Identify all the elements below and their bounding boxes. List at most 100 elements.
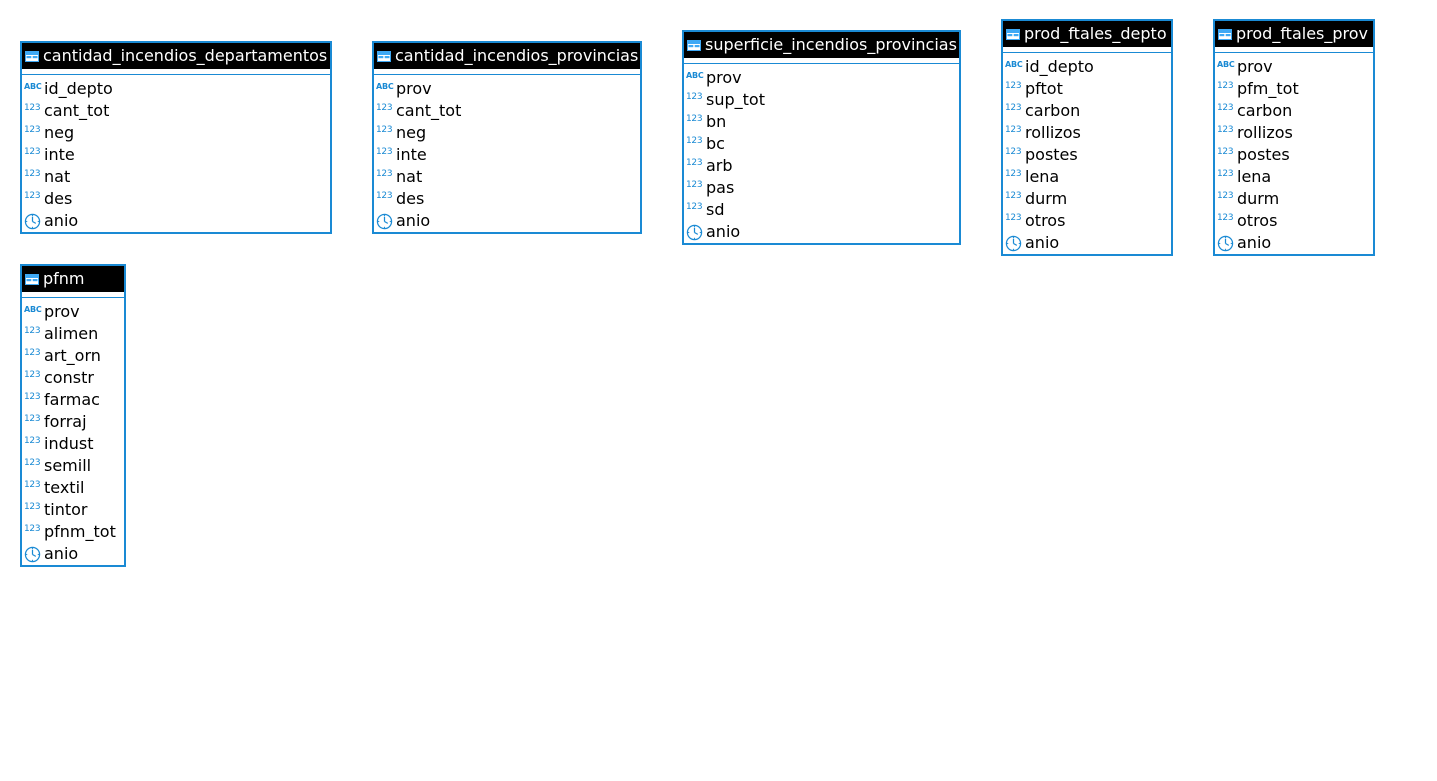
- column-name: carbon: [1025, 101, 1081, 120]
- column-name: prov: [396, 79, 432, 98]
- text-type-icon: ABC: [376, 82, 394, 91]
- numeric-type-icon: 123: [24, 524, 41, 534]
- column-name: durm: [1237, 189, 1280, 208]
- entity-header[interactable]: pfnm: [22, 266, 124, 292]
- table-icon: [1218, 28, 1232, 40]
- numeric-type-icon: 123: [686, 202, 703, 212]
- column-name: tintor: [44, 500, 88, 519]
- entity-header[interactable]: prod_ftales_prov: [1215, 21, 1373, 47]
- numeric-type-icon: 123: [1005, 125, 1022, 135]
- date-type-icon: [376, 213, 395, 230]
- column-name: prov: [44, 302, 80, 321]
- numeric-type-icon: 123: [1005, 169, 1022, 179]
- entity-title: cantidad_incendios_departamentos: [43, 46, 328, 65]
- numeric-type-icon: 123: [376, 125, 393, 135]
- entity-header[interactable]: cantidad_incendios_provincias: [374, 43, 640, 69]
- date-type-icon: [24, 546, 43, 563]
- numeric-type-icon: 123: [1005, 191, 1022, 201]
- date-type-icon: [686, 224, 705, 241]
- column-row[interactable]: anio: [684, 221, 959, 243]
- table-icon: [25, 273, 39, 285]
- column-name: anio: [1025, 233, 1060, 252]
- numeric-type-icon: 123: [1217, 103, 1234, 113]
- entity-header[interactable]: prod_ftales_depto: [1003, 21, 1171, 47]
- column-row[interactable]: anio: [374, 210, 640, 232]
- entity-header[interactable]: cantidad_incendios_departamentos: [22, 43, 330, 69]
- clock-icon: [24, 213, 41, 229]
- numeric-type-icon: 123: [1217, 191, 1234, 201]
- column-row[interactable]: anio: [1003, 232, 1171, 254]
- header-divider: [22, 292, 124, 298]
- numeric-type-icon: 123: [24, 414, 41, 424]
- header-divider: [22, 69, 330, 75]
- numeric-type-icon: 123: [24, 326, 41, 336]
- entity-title: pfnm: [43, 269, 85, 288]
- column-name: indust: [44, 434, 94, 453]
- numeric-type-icon: 123: [376, 103, 393, 113]
- clock-icon: [1217, 235, 1234, 251]
- text-type-icon: ABC: [1217, 60, 1235, 69]
- numeric-type-icon: 123: [24, 103, 41, 113]
- column-row[interactable]: anio: [1215, 232, 1373, 254]
- numeric-type-icon: 123: [24, 348, 41, 358]
- column-row[interactable]: anio: [22, 210, 330, 232]
- column-name: semill: [44, 456, 92, 475]
- column-row[interactable]: anio: [22, 543, 124, 565]
- entity-header[interactable]: superficie_incendios_provincias: [684, 32, 959, 58]
